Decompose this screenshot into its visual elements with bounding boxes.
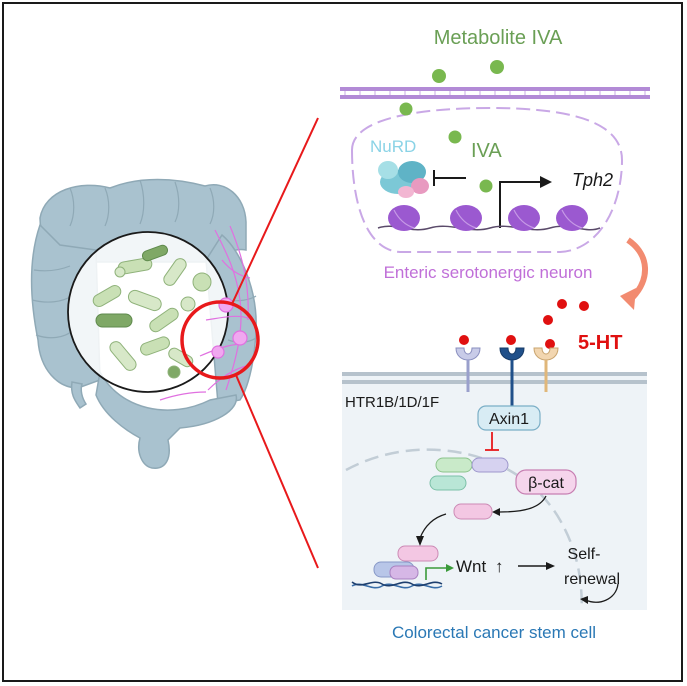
stem-cell-panel: HTR1B/1D/1F Axin1 β-cat (342, 347, 647, 610)
magnifier-circle (180, 117, 319, 569)
iva-molecule (490, 60, 504, 74)
tph2-promoter-arrow (499, 181, 540, 228)
bacteria (92, 244, 212, 379)
haustra-folds (31, 179, 257, 343)
neuron-membrane (340, 87, 650, 99)
htr-receptors (455, 347, 559, 408)
beta-catenin-arrow (499, 495, 547, 513)
dna-helix (351, 581, 443, 589)
metabolite-iva-label: Metabolite IVA (434, 27, 563, 49)
iva-molecule (448, 130, 462, 144)
microbiome-lens (67, 231, 229, 393)
beta-catenin-molecule (453, 503, 493, 520)
iva-label: IVA (471, 140, 502, 162)
neuron-label: Enteric serotonergic neuron (384, 263, 593, 282)
neuron-panel: Metabolite IVA (340, 27, 650, 310)
self-renewal-loop-arrow (585, 583, 619, 603)
iva-molecule (479, 179, 493, 193)
self-renewal-label-line2: renewal (564, 571, 620, 588)
transcription-complex (373, 545, 439, 580)
iva-inhibits-nurd-arrow (433, 170, 466, 186)
nucleosomes (388, 205, 588, 231)
nurd-label: NuRD (370, 137, 416, 156)
iva-molecule (432, 69, 446, 83)
serotonin-molecules (459, 299, 589, 349)
iva-molecule (399, 102, 413, 116)
nuclear-translocation-arrow (419, 513, 447, 539)
receptor-label: HTR1B/1D/1F (345, 394, 439, 411)
stem-cell-label: Colorectal cancer stem cell (392, 623, 596, 642)
wnt-label: Wnt (456, 557, 487, 576)
stem-cell-nucleus (345, 448, 584, 610)
serotonin-release-arrow (626, 237, 648, 301)
wnt-up-arrow: ↑ (495, 557, 504, 576)
axin1-label: Axin1 (489, 411, 529, 428)
beta-catenin-label: β-cat (528, 475, 564, 492)
axin1-box (477, 405, 541, 431)
neuron-nucleus (350, 106, 624, 253)
beta-catenin-box (515, 469, 577, 495)
destruction-complex (429, 457, 509, 491)
nurd-complex (378, 161, 429, 198)
stem-cell-membrane (342, 372, 647, 384)
tph2-label: Tph2 (572, 170, 613, 190)
axin1-inhibition (485, 432, 499, 451)
serotonin-label: 5-HT (578, 332, 622, 354)
wnt-promoter-arrow (425, 567, 448, 580)
self-renewal-label-line1: Self- (568, 546, 601, 563)
